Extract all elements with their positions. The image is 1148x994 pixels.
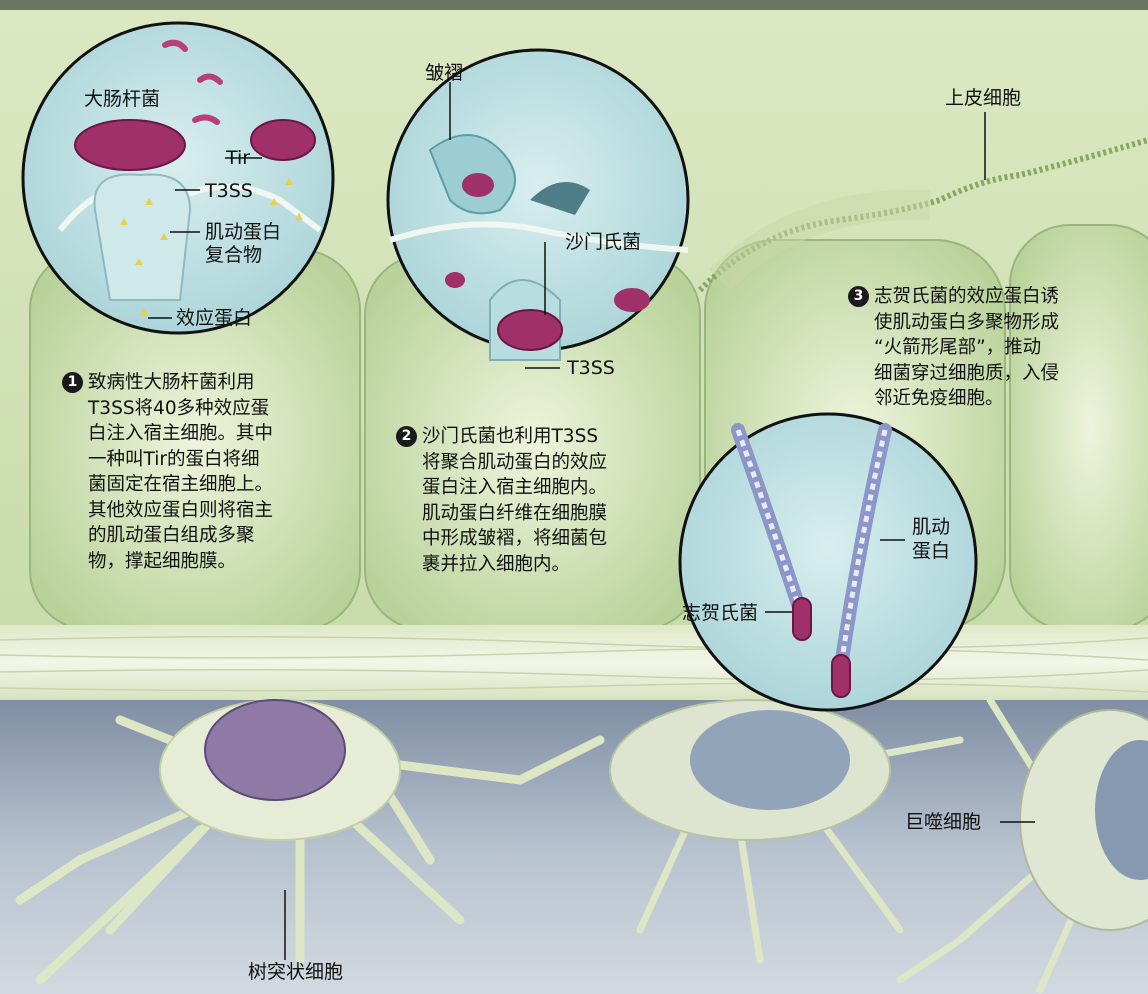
number-badge-1-icon: 1 xyxy=(62,372,83,393)
dendritic-cell-label: 树突状细胞 xyxy=(248,961,343,984)
step-2-line: 沙门氏菌也利用T3SS xyxy=(422,426,598,447)
actin-label-2: 蛋白 xyxy=(912,540,950,563)
step-3-line: “火箭形尾部”，推动 xyxy=(848,335,1059,361)
step-1-line: 物，撑起细胞膜。 xyxy=(62,549,273,575)
number-badge-2-icon: 2 xyxy=(396,426,417,447)
step-2-line: 肌动蛋白纤维在细胞膜 xyxy=(396,501,607,527)
ruffles-label: 皱褶 xyxy=(425,62,463,85)
step-1-line: 的肌动蛋白组成多聚 xyxy=(62,523,273,549)
epithelial-cell-label: 上皮细胞 xyxy=(945,87,1021,110)
inset-ecoli xyxy=(23,23,333,333)
effector-protein-label: 效应蛋白 xyxy=(176,307,252,330)
actin-complex-label-1: 肌动蛋白 xyxy=(205,221,281,244)
step-1-line: 致病性大肠杆菌利用 xyxy=(88,372,255,393)
ecoli-label: 大肠杆菌 xyxy=(84,88,160,111)
step-2-line: 蛋白注入宿主细胞内。 xyxy=(396,475,607,501)
actin-complex-label-2: 复合物 xyxy=(205,244,262,267)
tir-label: Tir xyxy=(226,147,250,170)
step-3-text: 3志贺氏菌的效应蛋白诱 使肌动蛋白多聚物形成 “火箭形尾部”，推动 细菌穿过细胞… xyxy=(848,284,1059,412)
step-2-line: 裹并拉入细胞内。 xyxy=(396,552,607,578)
salmonella-label: 沙门氏菌 xyxy=(565,231,641,254)
step-2-line: 中形成皱褶，将细菌包 xyxy=(396,526,607,552)
step-1-line: T3SS将40多种效应蛋 xyxy=(62,396,273,422)
step-1-line: 一种叫Tir的蛋白将细 xyxy=(62,447,273,473)
step-3-line: 使肌动蛋白多聚物形成 xyxy=(848,310,1059,336)
shigella-label: 志贺氏菌 xyxy=(682,602,758,625)
step-3-line: 细菌穿过细胞质，入侵 xyxy=(848,361,1059,387)
number-badge-3-icon: 3 xyxy=(848,286,869,307)
basement-membrane xyxy=(0,625,1148,700)
step-2-line: 将聚合肌动蛋白的效应 xyxy=(396,450,607,476)
step-2-text: 2沙门氏菌也利用T3SS 将聚合肌动蛋白的效应 蛋白注入宿主细胞内。 肌动蛋白纤… xyxy=(396,424,607,577)
step-1-line: 其他效应蛋白则将宿主 xyxy=(62,498,273,524)
top-edge xyxy=(0,0,1148,10)
t3ss-label-1: T3SS xyxy=(205,180,253,203)
macrophage-label: 巨噬细胞 xyxy=(905,811,981,834)
step-1-line: 菌固定在宿主细胞上。 xyxy=(62,472,273,498)
step-1-text: 1致病性大肠杆菌利用 T3SS将40多种效应蛋 白注入宿主细胞。其中 一种叫Ti… xyxy=(62,370,273,574)
step-3-line: 邻近免疫细胞。 xyxy=(848,386,1059,412)
step-3-line: 志贺氏菌的效应蛋白诱 xyxy=(874,286,1059,307)
actin-label-1: 肌动 xyxy=(912,516,950,539)
step-1-line: 白注入宿主细胞。其中 xyxy=(62,421,273,447)
t3ss-label-2: T3SS xyxy=(567,357,615,380)
